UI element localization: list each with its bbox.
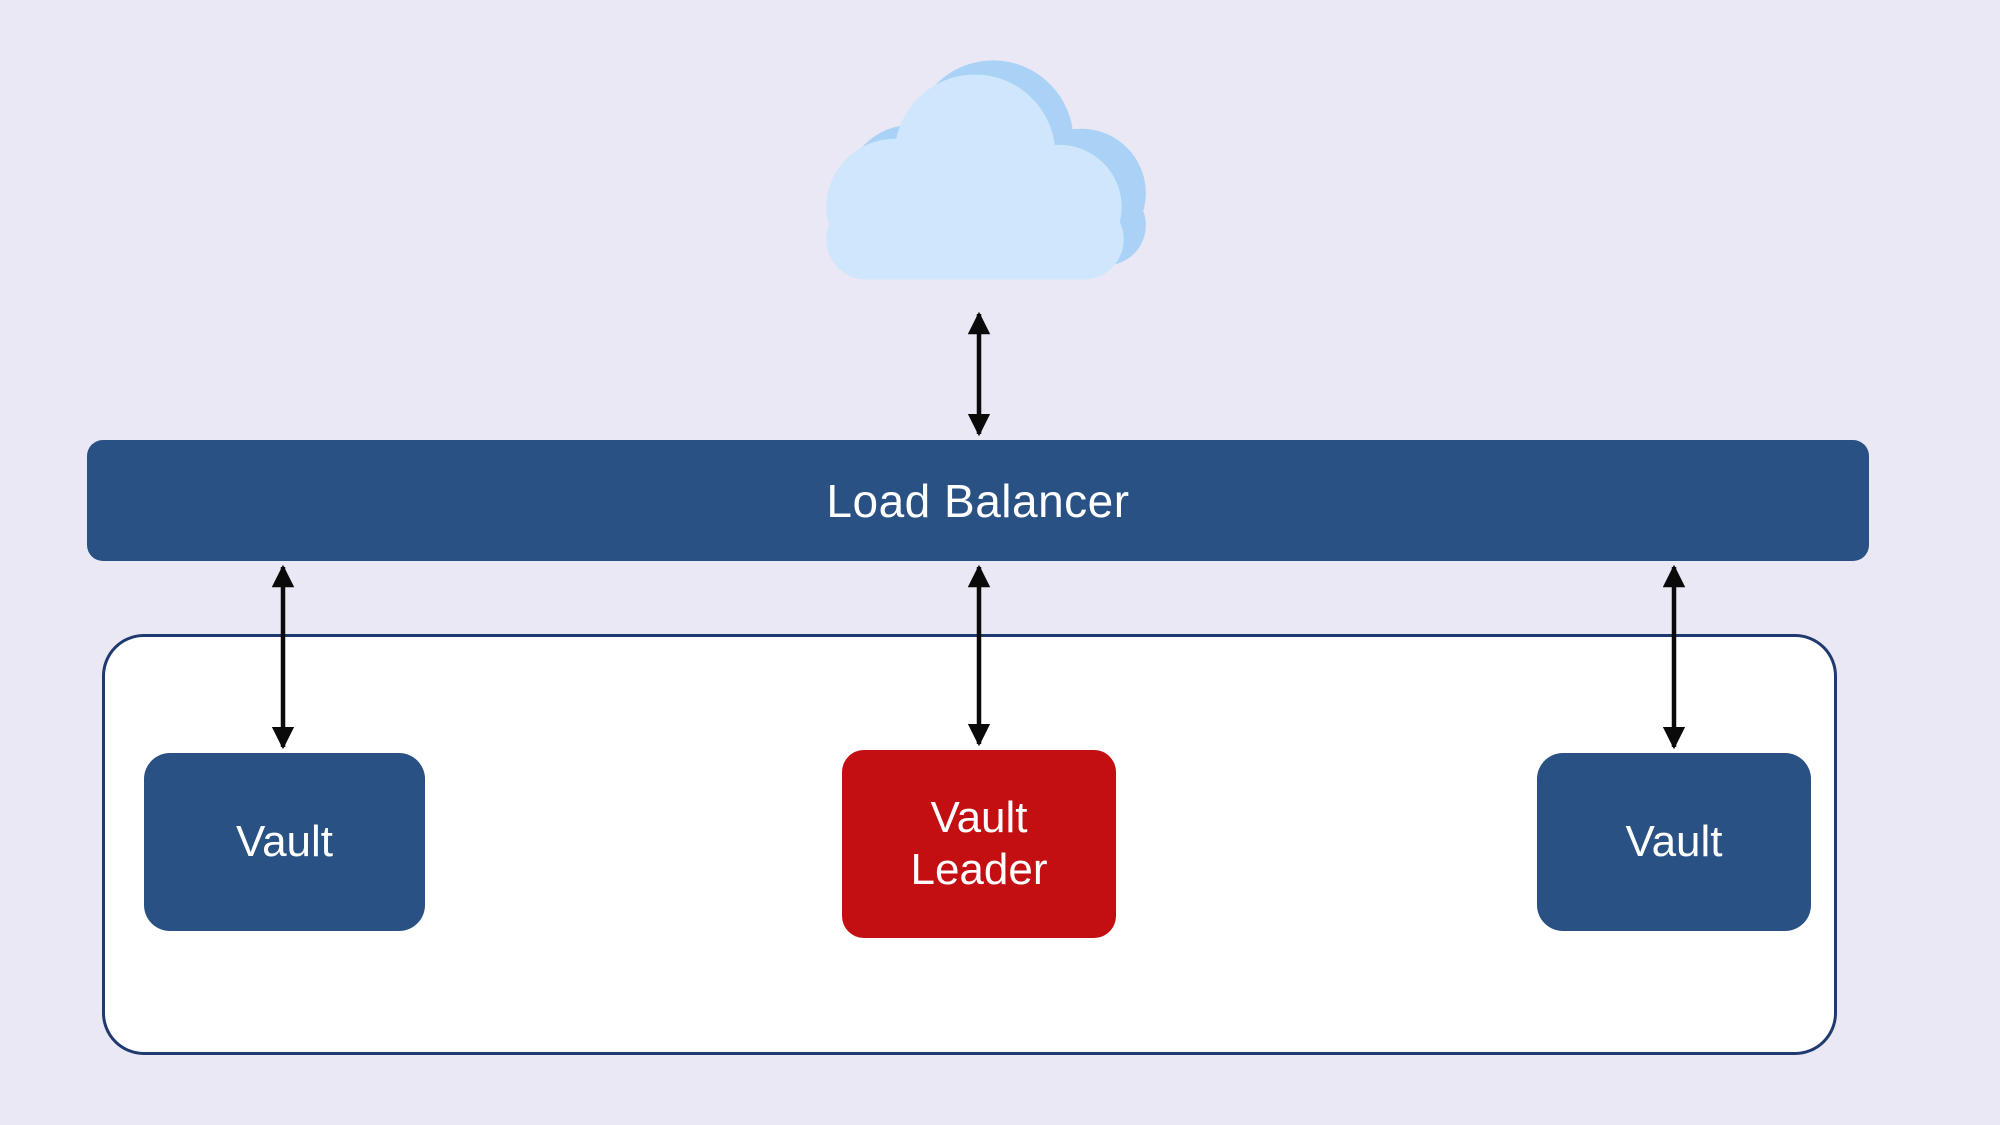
load-balancer-label: Load Balancer — [826, 474, 1130, 527]
vault-leader-label: Vault Leader — [910, 793, 1048, 894]
cloud-icon — [778, 50, 1180, 308]
vault-node-left-label: Vault — [235, 817, 334, 867]
vault-node-right-label: Vault — [1625, 817, 1723, 867]
cloud-icon-svg — [826, 60, 1146, 280]
vault-leader-node: Vault Leader — [842, 750, 1116, 938]
load-balancer-node: Load Balancer — [87, 440, 1869, 561]
vault-node-left: Vault — [144, 753, 425, 931]
vault-node-right: Vault — [1537, 753, 1811, 931]
